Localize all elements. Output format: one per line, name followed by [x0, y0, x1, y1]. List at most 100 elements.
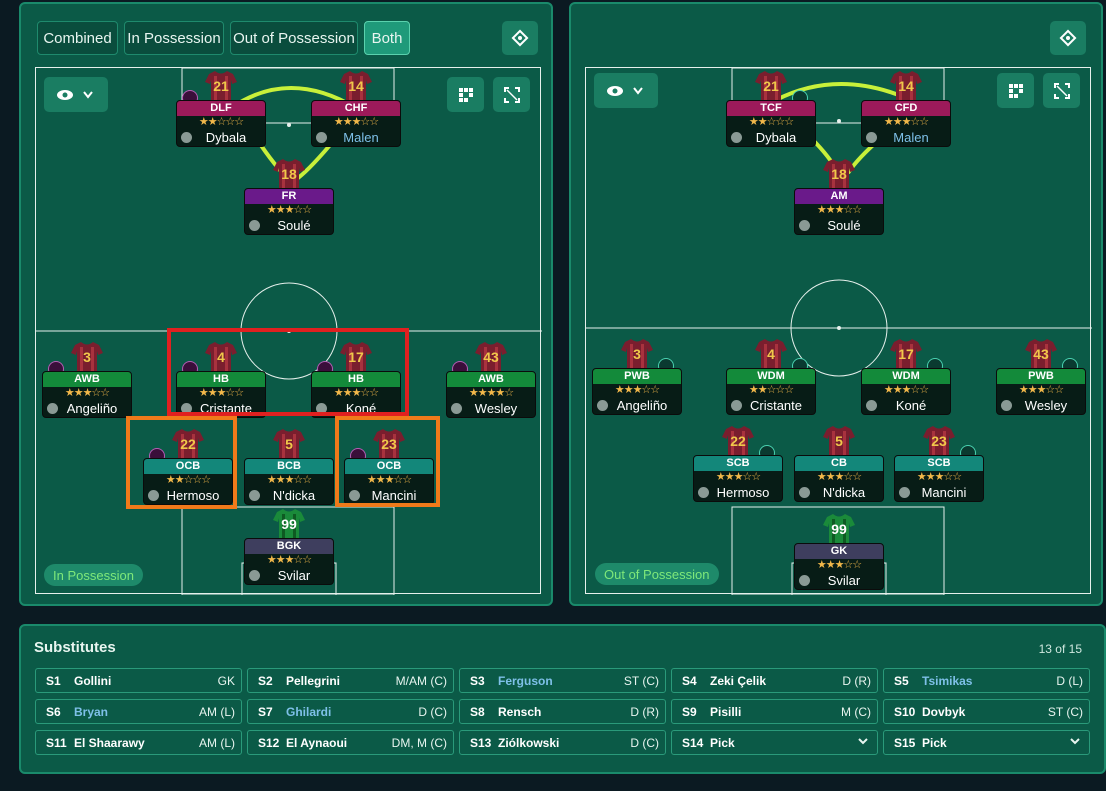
sub-position: M/AM (C)	[395, 674, 447, 688]
visibility-dropdown-right[interactable]	[594, 73, 658, 108]
player-card[interactable]: OCB★★★☆☆Mancini	[344, 458, 434, 505]
player-card[interactable]: OCB★★☆☆☆Hermoso	[143, 458, 233, 505]
player-card[interactable]: DLF★★☆☆☆Dybala	[176, 100, 266, 147]
player-name: Wesley	[997, 397, 1085, 414]
shirt-icon	[923, 426, 955, 458]
shirt-icon	[205, 342, 237, 374]
shirt-number: 14	[348, 78, 364, 94]
player-card[interactable]: WDM★★★☆☆Koné	[861, 368, 951, 415]
player-name-text: N'dicka	[272, 488, 316, 503]
sub-slot: S6	[46, 705, 61, 719]
player-card[interactable]: CHF★★★☆☆Malen	[311, 100, 401, 147]
player-card[interactable]: AM★★★☆☆Soulé	[794, 188, 884, 235]
avatar-icon	[698, 487, 709, 498]
player-card[interactable]: CFD★★★☆☆Malen	[861, 100, 951, 147]
star-rating: ★★★☆☆	[883, 384, 929, 396]
mode-both-button[interactable]: Both	[364, 21, 410, 55]
sub-slot: S2	[258, 674, 273, 688]
player-name: Svilar	[795, 572, 883, 589]
avatar-icon	[181, 403, 192, 414]
role-label: TCF	[727, 101, 815, 116]
player-card[interactable]: FR★★★☆☆Soulé	[244, 188, 334, 235]
visibility-dropdown[interactable]	[44, 77, 108, 112]
role-label: DLF	[177, 101, 265, 116]
star-rating: ★★★☆☆	[266, 204, 312, 216]
shirt-number: 99	[281, 516, 297, 532]
player-name-text: Angeliño	[66, 401, 118, 416]
sub-position: GK	[217, 674, 235, 688]
player-card[interactable]: BCB★★★☆☆N'dicka	[244, 458, 334, 505]
role-label: CFD	[862, 101, 950, 116]
player-name: Angeliño	[593, 397, 681, 414]
avatar-icon	[349, 490, 360, 501]
player-name: Malen	[312, 129, 400, 146]
player-name-text: Malen	[893, 130, 929, 145]
grid-toggle-button[interactable]	[447, 77, 484, 112]
player-name-text: Wesley	[1024, 398, 1068, 413]
player-card[interactable]: SCB★★★☆☆Mancini	[894, 455, 984, 502]
expand-button-right[interactable]	[1043, 73, 1080, 108]
shirt-number: 17	[348, 349, 364, 365]
shirt-number: 14	[898, 78, 914, 94]
expand-button[interactable]	[493, 77, 530, 112]
player-card[interactable]: PWB★★★☆☆Wesley	[996, 368, 1086, 415]
avatar-icon	[731, 132, 742, 143]
sub-slot: S7	[258, 705, 273, 719]
player-card[interactable]: HB★★★☆☆Cristante	[176, 371, 266, 418]
player-card[interactable]: SCB★★★☆☆Hermoso	[693, 455, 783, 502]
sub-name: Tsimikas	[922, 674, 973, 688]
mode-out-of-possession-button[interactable]: Out of Possession	[230, 21, 358, 55]
sub-name: Ferguson	[498, 674, 553, 688]
player-card[interactable]: BGK★★★☆☆Svilar	[244, 538, 334, 585]
shirt-number: 99	[831, 521, 847, 537]
grid-toggle-button-right[interactable]	[997, 73, 1034, 108]
avatar-icon	[249, 570, 260, 581]
mode-combined-button[interactable]: Combined	[37, 21, 118, 55]
shirt-icon	[71, 342, 103, 374]
tactics-board-button[interactable]	[502, 21, 538, 55]
player-card[interactable]: GK★★★☆☆Svilar	[794, 543, 884, 590]
tactics-board-button-right[interactable]	[1050, 21, 1086, 55]
chevron-down-icon	[857, 735, 869, 750]
player-name-text: Koné	[345, 401, 377, 416]
player-card[interactable]: AWB★★★☆☆Angeliño	[42, 371, 132, 418]
sub-name: Ziólkowski	[498, 736, 560, 750]
player-name: Malen	[862, 129, 950, 146]
mode-in-possession-button[interactable]: In Possession	[124, 21, 224, 55]
sub-name: Pick	[710, 736, 735, 750]
avatar-icon	[597, 400, 608, 411]
player-name: Hermoso	[694, 484, 782, 501]
sub-name: Dovbyk	[922, 705, 966, 719]
sub-position: D (R)	[842, 674, 871, 688]
player-card[interactable]: WDM★★☆☆☆Cristante	[726, 368, 816, 415]
player-card[interactable]: PWB★★★☆☆Angeliño	[592, 368, 682, 415]
shirt-icon	[722, 426, 754, 458]
sub-position: AM (L)	[199, 705, 235, 719]
player-card[interactable]: HB★★★☆☆Koné	[311, 371, 401, 418]
player-card[interactable]: AWB★★★★☆Wesley	[446, 371, 536, 418]
shirt-icon	[1025, 339, 1057, 371]
avatar-icon	[866, 132, 877, 143]
player-name: Wesley	[447, 400, 535, 417]
shirt-number: 22	[730, 433, 746, 449]
role-label: AWB	[43, 372, 131, 387]
player-name-text: Malen	[343, 130, 379, 145]
player-card[interactable]: TCF★★☆☆☆Dybala	[726, 100, 816, 147]
sub-slot: S9	[682, 705, 697, 719]
player-card[interactable]: CB★★★☆☆N'dicka	[794, 455, 884, 502]
